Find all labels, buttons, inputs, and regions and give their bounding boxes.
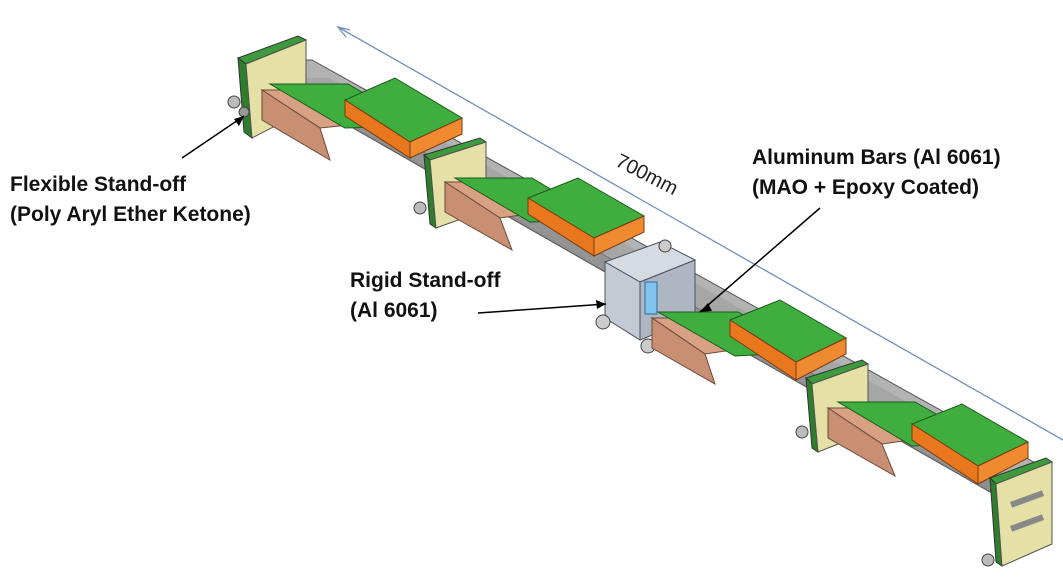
aluminum-bars-label: Aluminum Bars (Al 6061) (MAO + Epoxy Coa… (752, 143, 1001, 203)
rigid-standoff-label-line2: (Al 6061) (350, 299, 438, 322)
flexible-standoff-right (981, 457, 1054, 567)
sensor-module-3 (650, 299, 848, 386)
callout-arrows (181, 115, 821, 314)
flexible-standoff-label: Flexible Stand-off (Poly Aryl Ether Keto… (10, 170, 251, 230)
sensor-module-4 (826, 401, 1030, 485)
sensor-module-2 (443, 177, 646, 257)
flexible-standoff-label-line1: Flexible Stand-off (10, 173, 187, 196)
aluminum-bars-label-line2: (MAO + Epoxy Coated) (752, 176, 979, 199)
aluminum-bars-label-line1: Aluminum Bars (Al 6061) (752, 146, 1001, 169)
rigid-standoff-label: Rigid Stand-off (Al 6061) (350, 266, 500, 326)
dimension-line (336, 25, 1063, 441)
rigid-standoff-label-line1: Rigid Stand-off (350, 269, 501, 292)
sensor-module-1 (260, 77, 464, 162)
flexible-standoff-label-line2: (Poly Aryl Ether Ketone) (10, 203, 251, 226)
